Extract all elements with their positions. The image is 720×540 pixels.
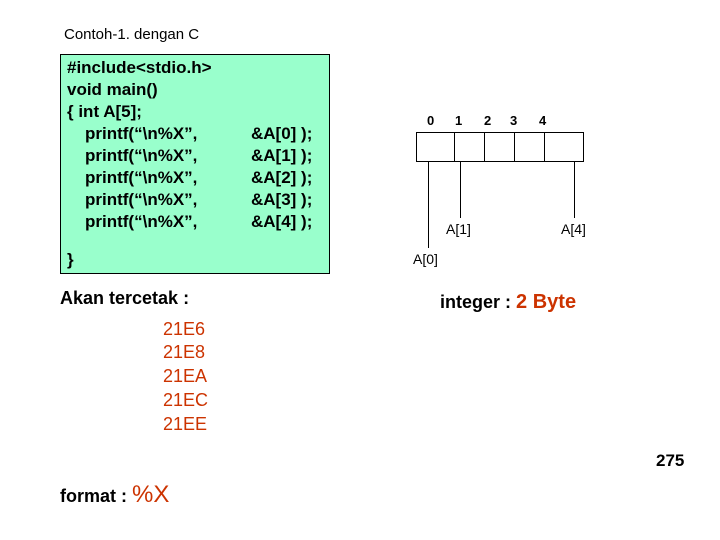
- format-value: %X: [132, 481, 170, 508]
- code-include: #include<stdio.h>: [67, 58, 212, 77]
- code-closing-brace: }: [67, 250, 74, 269]
- array-cell-divider: [544, 133, 545, 161]
- array-cell-divider: [484, 133, 485, 161]
- label-a4: A[4]: [561, 221, 586, 237]
- array-cell-divider: [514, 133, 515, 161]
- slide-title: Contoh-1. dengan C: [64, 26, 200, 43]
- code-printf-3: printf(“\n%X”,&A[3] );: [85, 190, 313, 209]
- label-a1: A[1]: [446, 221, 471, 237]
- output-value: 21EA: [163, 366, 208, 386]
- code-printf-4: printf(“\n%X”,&A[4] );: [85, 212, 313, 231]
- output-value: 21EC: [163, 390, 209, 410]
- label-a0: A[0]: [413, 251, 438, 267]
- code-printf-0: printf(“\n%X”,&A[0] );: [85, 124, 313, 143]
- array-index: 2: [484, 113, 492, 128]
- array-index: 3: [510, 113, 518, 128]
- integer-size: 2 Byte: [516, 291, 577, 313]
- code-printf-2: printf(“\n%X”,&A[2] );: [85, 168, 313, 187]
- output-value: 21EE: [163, 414, 208, 434]
- code-box: #include<stdio.h> void main() { int A[5]…: [60, 54, 330, 274]
- array-index: 4: [539, 113, 547, 128]
- code-main: void main(): [67, 80, 158, 99]
- integer-label: integer : 2 Byte: [440, 291, 577, 313]
- output-value: 21E8: [163, 342, 206, 362]
- pointer-line-a4: [574, 162, 575, 218]
- result-label: Akan tercetak :: [60, 288, 190, 308]
- format-label: format : %X: [60, 481, 170, 508]
- array-memory-box: [416, 132, 584, 162]
- pointer-line-a1: [460, 162, 461, 218]
- array-cell-divider: [454, 133, 455, 161]
- array-index: 1: [455, 113, 463, 128]
- array-index: 0: [427, 113, 435, 128]
- page-number: 275: [656, 451, 685, 470]
- output-value: 21E6: [163, 319, 206, 339]
- code-printf-1: printf(“\n%X”,&A[1] );: [85, 146, 313, 165]
- code-declaration: { int A[5];: [67, 102, 142, 121]
- pointer-line-a0: [428, 162, 429, 248]
